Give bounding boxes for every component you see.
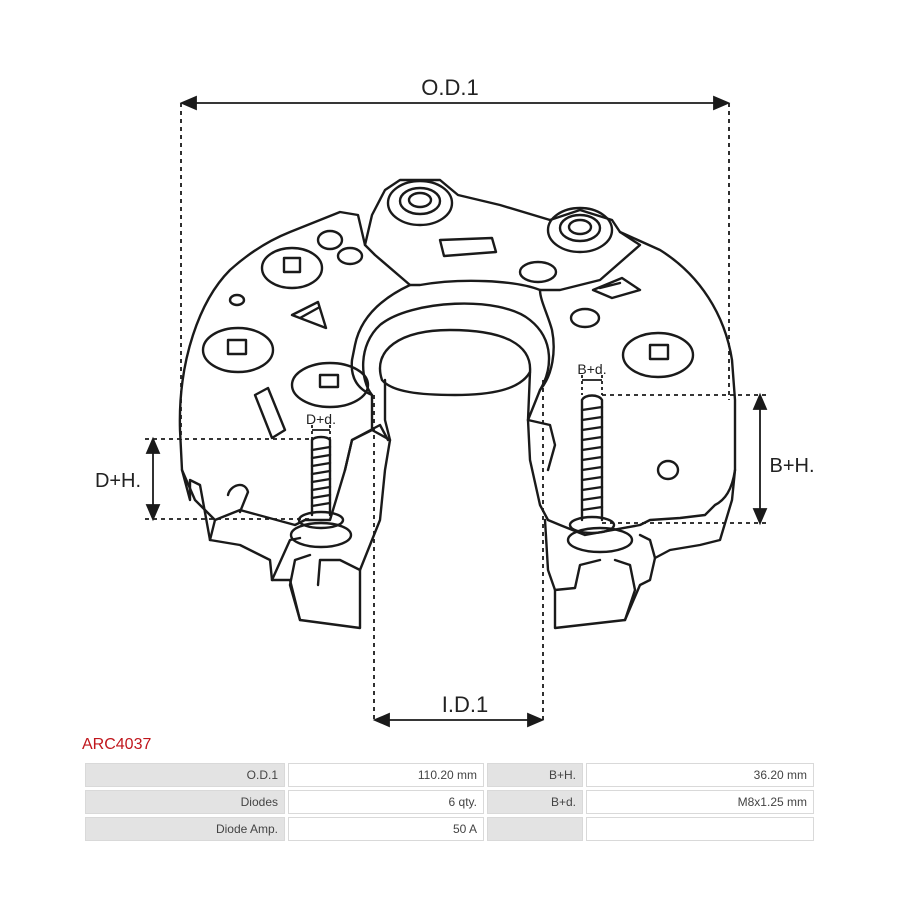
table-row: Diode Amp. 50 A xyxy=(85,817,814,841)
id1-label: I.D.1 xyxy=(442,692,488,717)
spec-key: Diode Amp. xyxy=(85,817,285,841)
terminal-center-left xyxy=(386,179,454,227)
diode-right-1 xyxy=(621,331,695,379)
left-slot xyxy=(253,386,287,440)
spec-value: 36.20 mm xyxy=(586,763,814,787)
bolt-d-plus xyxy=(289,435,353,549)
spec-value: 110.20 mm xyxy=(288,763,484,787)
bore-right-wall xyxy=(526,370,532,422)
spec-key: O.D.1 xyxy=(85,763,285,787)
diode-left-2 xyxy=(201,326,275,374)
spec-key: B+d. xyxy=(487,790,583,814)
spec-value: 50 A xyxy=(288,817,484,841)
inner-bore-inner xyxy=(379,328,532,397)
center-hole xyxy=(518,260,558,284)
rectifier-center-plate xyxy=(363,178,642,292)
left-tab xyxy=(226,483,250,514)
spec-key xyxy=(487,817,583,841)
terminal-center-right xyxy=(546,206,614,254)
arrow-mark-right xyxy=(591,276,642,300)
table-row: O.D.1 110.20 mm B+H. 36.20 mm xyxy=(85,763,814,787)
rectifier-technical-drawing: O.D.1 I.D.1 D+H. D+d. B+H. B+d. xyxy=(95,75,815,728)
diode-left-1 xyxy=(260,246,324,290)
table-row: Diodes 6 qty. B+d. M8x1.25 mm xyxy=(85,790,814,814)
spec-key: Diodes xyxy=(85,790,285,814)
rectifier-right-plate xyxy=(526,230,737,537)
spec-value: 6 qty. xyxy=(288,790,484,814)
left-plate-rim xyxy=(180,428,392,630)
bh-label: B+H. xyxy=(769,455,814,477)
arrow-mark-left xyxy=(290,300,328,330)
od1-label: O.D.1 xyxy=(421,75,478,100)
dd-label: D+d. xyxy=(306,411,336,427)
inner-bore-rim xyxy=(362,302,551,397)
spec-value: M8x1.25 mm xyxy=(586,790,814,814)
right-plate-rim xyxy=(543,468,737,630)
bolt-b-plus xyxy=(566,394,634,554)
bore-left-wall xyxy=(383,378,392,442)
part-code-title: ARC4037 xyxy=(82,736,152,753)
spec-table: O.D.1 110.20 mm B+H. 36.20 mm Diodes 6 q… xyxy=(82,760,817,844)
dh-label: D+H. xyxy=(95,470,141,492)
rectifier-left-plate xyxy=(178,210,412,527)
bd-label: B+d. xyxy=(577,361,606,377)
spec-key: B+H. xyxy=(487,763,583,787)
spec-value xyxy=(586,817,814,841)
center-slot xyxy=(438,236,498,258)
diode-left-3 xyxy=(290,361,370,409)
